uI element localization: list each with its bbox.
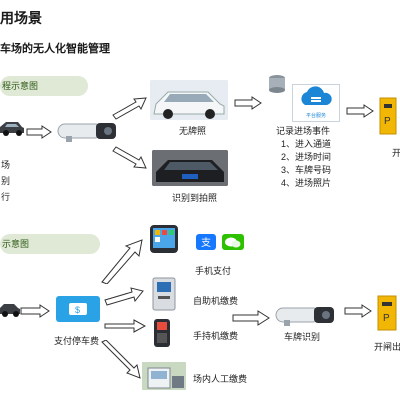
svg-text:支: 支 (201, 237, 211, 249)
arrow-up-right-icon (100, 238, 144, 284)
arrow-right-icon (232, 310, 270, 326)
car-icon (0, 300, 20, 318)
arrow-down-right-icon (100, 340, 142, 380)
arrow-right-icon (26, 125, 52, 139)
page-subtitle: 车场的无人化智能管理 (0, 43, 110, 55)
mobile-pay-label: 手机支付 (195, 266, 232, 276)
database-icon (268, 74, 286, 94)
arrow-right-icon (346, 104, 374, 118)
arrow-right-icon (104, 286, 144, 306)
svg-text:$: $ (75, 305, 80, 315)
section1-pill: 程示意图 (0, 76, 88, 96)
arrow-right-icon (104, 318, 146, 334)
arrow-down-right-icon (112, 146, 148, 170)
arrow-right-icon (20, 304, 50, 318)
cloud-text: 平台服务 (305, 113, 326, 119)
pay-label: 支付停车费 (54, 336, 100, 346)
alipay-icon: 支 (196, 234, 216, 250)
arrow-right-icon (234, 96, 262, 110)
wechat-pay-icon (222, 234, 244, 250)
event-item-1: 1、进入通道 (281, 139, 332, 149)
left-label-1: 场 (1, 160, 11, 170)
left-label-3: 行 (1, 192, 11, 202)
plate-label: 无牌照 (179, 126, 207, 136)
arrow-right-icon (344, 304, 372, 318)
plate-recognition-label: 车牌识别 (284, 332, 321, 342)
recognize-label: 识别到拍照 (172, 193, 218, 203)
page-title: 用场景 (0, 10, 42, 26)
cloud-icon (301, 86, 332, 105)
barrier-gate-icon: P (376, 294, 400, 332)
arrow-up-right-icon (112, 96, 148, 120)
handheld-label: 手持机缴费 (193, 331, 239, 341)
handheld-terminal-icon (152, 318, 172, 348)
camera-icon (274, 302, 338, 328)
record-title: 记录进场事件 (276, 126, 331, 136)
svg-text:P: P (384, 116, 391, 127)
barrier-gate-icon: P (378, 96, 400, 136)
open-label-1: 开 (392, 148, 400, 158)
open-exit-label: 开闸出 (374, 342, 400, 352)
left-label-2: 别 (1, 176, 11, 186)
manual-pay-label: 场内人工缴费 (193, 374, 248, 384)
car-icon (0, 118, 24, 138)
black-car-photo (152, 150, 228, 186)
event-list: 1、进入通道 2、进场时间 3、车牌号码 4、进场照片 (281, 138, 331, 190)
phone-icon (146, 224, 184, 254)
section2-pill: 示意图 (0, 234, 100, 254)
booth-photo (142, 362, 186, 390)
kiosk-icon (148, 276, 182, 312)
kiosk-label: 自助机缴费 (193, 296, 239, 306)
white-car-photo (150, 80, 228, 120)
event-item-4: 4、进场照片 (281, 178, 332, 188)
camera-icon (56, 118, 120, 144)
event-item-3: 3、车牌号码 (281, 165, 332, 175)
event-item-2: 2、进场时间 (281, 152, 332, 162)
payment-card-icon: $ (56, 296, 100, 322)
cloud-panel: 平台服务 (292, 84, 340, 122)
svg-text:P: P (383, 313, 390, 324)
